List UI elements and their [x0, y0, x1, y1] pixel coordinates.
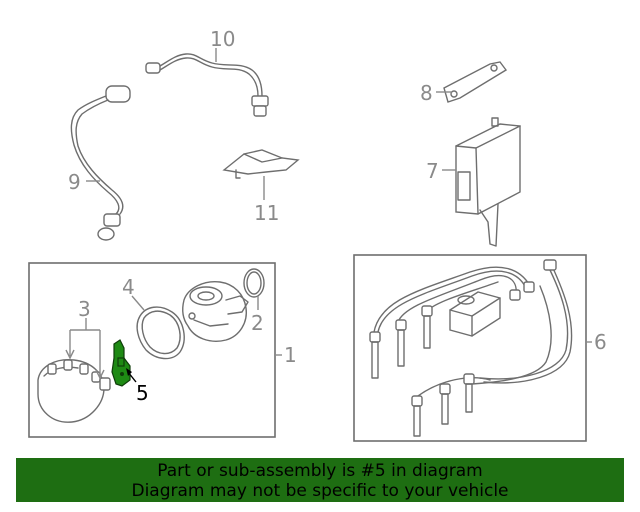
assembly-box-1: [28, 262, 276, 438]
callout-2: 2: [251, 311, 264, 335]
leader-3: [65, 318, 105, 380]
callout-10: 10: [210, 27, 235, 51]
banner-line-1: Part or sub-assembly is #5 in diagram: [157, 461, 483, 481]
callout-7: 7: [426, 159, 439, 183]
part-10-oxygen-sensor[interactable]: [145, 53, 269, 117]
part-9-oxygen-sensor[interactable]: [70, 85, 131, 241]
assembly-box-6: [353, 254, 587, 442]
leader-4: [131, 295, 145, 311]
distributor-cap[interactable]: [37, 359, 111, 423]
distributor-housing[interactable]: [182, 281, 249, 342]
callout-8: 8: [420, 81, 433, 105]
callout-3: 3: [78, 297, 91, 321]
part-5-highlighted-sensor[interactable]: [111, 339, 131, 387]
callout-9: 9: [68, 170, 81, 194]
part-7-control-unit[interactable]: [455, 117, 521, 247]
leader-5-arrow: [126, 368, 132, 376]
banner-line-2: Diagram may not be specific to your vehi…: [131, 481, 509, 501]
part-11-bracket[interactable]: [222, 149, 300, 179]
callout-4: 4: [122, 275, 135, 299]
part-4-gasket[interactable]: [136, 306, 185, 360]
part-2-o-ring[interactable]: [243, 268, 265, 298]
info-banner: Part or sub-assembly is #5 in diagram Di…: [16, 458, 624, 502]
ignition-wire-set[interactable]: [369, 259, 573, 437]
callout-5: 5: [136, 381, 149, 405]
callout-11: 11: [254, 201, 279, 225]
part-8-module[interactable]: [443, 61, 508, 103]
callout-1: 1: [284, 343, 297, 367]
callout-6: 6: [594, 330, 607, 354]
